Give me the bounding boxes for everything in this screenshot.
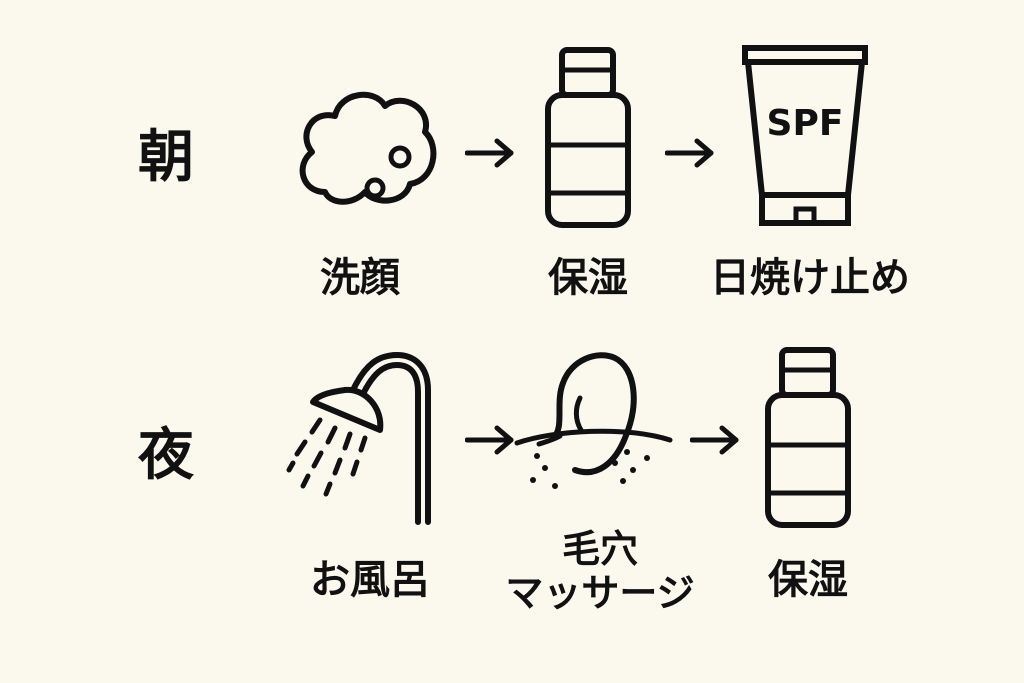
morning-label: 朝: [138, 125, 194, 190]
bottle-icon: [760, 345, 855, 530]
arrow-right-icon: [664, 138, 715, 172]
step-caption-moisturize: 保湿: [548, 255, 628, 301]
shower-icon: [285, 350, 445, 530]
sunscreen-tube-icon: SPF: [740, 45, 870, 230]
step-caption-pore-massage-line1: 毛穴: [561, 527, 638, 571]
night-label: 夜: [138, 423, 194, 488]
arrow-right-icon: [689, 425, 740, 459]
arrow-right-icon: [464, 425, 515, 459]
arrow-right-icon: [464, 138, 515, 172]
bottle-icon: [540, 45, 635, 230]
step-caption-pore-massage-line2: マッサージ: [505, 570, 695, 615]
spf-label: SPF: [766, 103, 844, 144]
foam-icon: [290, 80, 440, 230]
step-caption-face-wash: 洗顔: [320, 255, 400, 301]
step-caption-moisturize-night: 保湿: [768, 557, 848, 603]
step-caption-sunscreen: 日焼け止め: [710, 255, 910, 301]
hand-massage-icon: [514, 348, 675, 498]
step-caption-pore-massage: 毛穴 マッサージ: [490, 527, 710, 615]
step-caption-bath: お風呂: [310, 557, 430, 603]
